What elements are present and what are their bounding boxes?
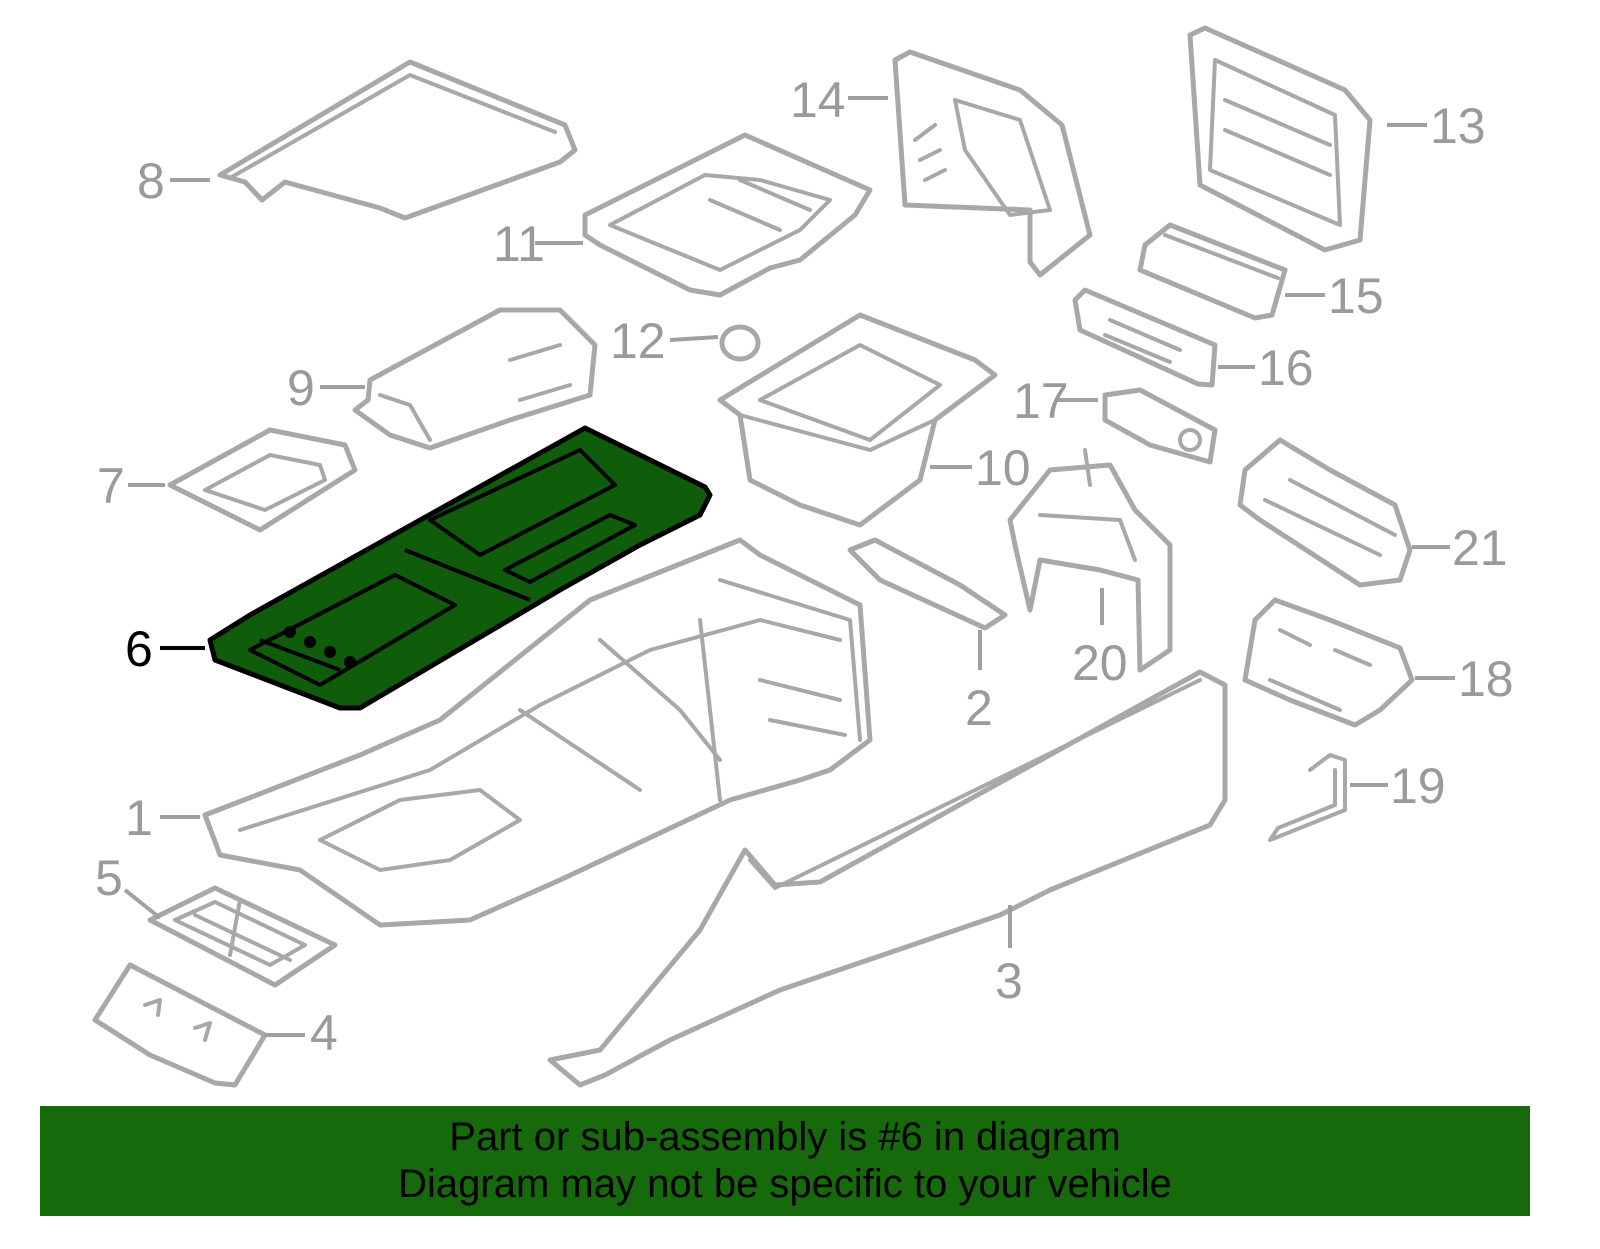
callout-3: 3: [995, 953, 1023, 1009]
callout-labels: 8 11 14 13 15 16 12 9 7 17 10 21 20 2 18…: [95, 72, 1514, 1061]
part-10-cup-bin[interactable]: [717, 312, 998, 528]
part-16-bracket[interactable]: [1072, 287, 1218, 388]
callout-15: 15: [1328, 268, 1384, 324]
callout-1: 1: [125, 790, 153, 846]
part-8-armrest-lid[interactable]: [217, 59, 578, 221]
part-9-armrest-base[interactable]: [352, 307, 598, 451]
banner-line-2: Diagram may not be specific to your vehi…: [398, 1162, 1172, 1206]
part-17-clip[interactable]: [1102, 387, 1218, 465]
parts-diagram: 8 11 14 13 15 16 12 9 7 17 10 21 20 2 18…: [92, 25, 1514, 1088]
part-19-wire-clip[interactable]: [1268, 753, 1347, 842]
callout-9: 9: [287, 360, 315, 416]
part-14-bezel-panel[interactable]: [892, 49, 1093, 278]
callout-18: 18: [1458, 651, 1514, 707]
part-11-storage-tray[interactable]: [582, 132, 873, 298]
part-12-plug[interactable]: [719, 324, 761, 362]
callout-10: 10: [975, 440, 1031, 496]
banner-line-1: Part or sub-assembly is #6 in diagram: [449, 1115, 1121, 1159]
part-3-side-panel[interactable]: [547, 669, 1228, 1088]
part-21-bracket-assembly[interactable]: [1237, 437, 1413, 588]
callout-6: 6: [125, 621, 153, 677]
part-6-console-top-panel-highlighted[interactable]: [207, 425, 713, 711]
callout-14: 14: [790, 72, 846, 128]
callout-17: 17: [1013, 373, 1069, 429]
callout-2: 2: [965, 680, 993, 736]
callout-4: 4: [310, 1005, 338, 1061]
part-7-pad[interactable]: [167, 427, 358, 533]
part-20-bracket-frame[interactable]: [1007, 448, 1173, 673]
callout-13: 13: [1430, 98, 1486, 154]
callout-20: 20: [1072, 635, 1128, 691]
info-banner: Part or sub-assembly is #6 in diagram Di…: [40, 1106, 1530, 1216]
callout-19: 19: [1390, 758, 1446, 814]
leader-lines: [123, 96, 1455, 1037]
callout-5: 5: [95, 850, 123, 906]
callout-7: 7: [97, 458, 125, 514]
part-13-front-trim-panel[interactable]: [1187, 25, 1373, 253]
callout-12: 12: [610, 313, 666, 369]
part-2-strip[interactable]: [847, 537, 1008, 631]
part-5-mat[interactable]: [147, 885, 338, 988]
callout-8: 8: [137, 153, 165, 209]
part-4-end-cover[interactable]: [92, 962, 268, 1088]
callout-11: 11: [493, 216, 545, 272]
callout-21: 21: [1452, 520, 1508, 576]
part-15-small-tray[interactable]: [1137, 222, 1288, 321]
part-1-console-base[interactable]: [202, 537, 873, 928]
callout-16: 16: [1258, 340, 1314, 396]
part-18-vent[interactable]: [1242, 597, 1415, 728]
